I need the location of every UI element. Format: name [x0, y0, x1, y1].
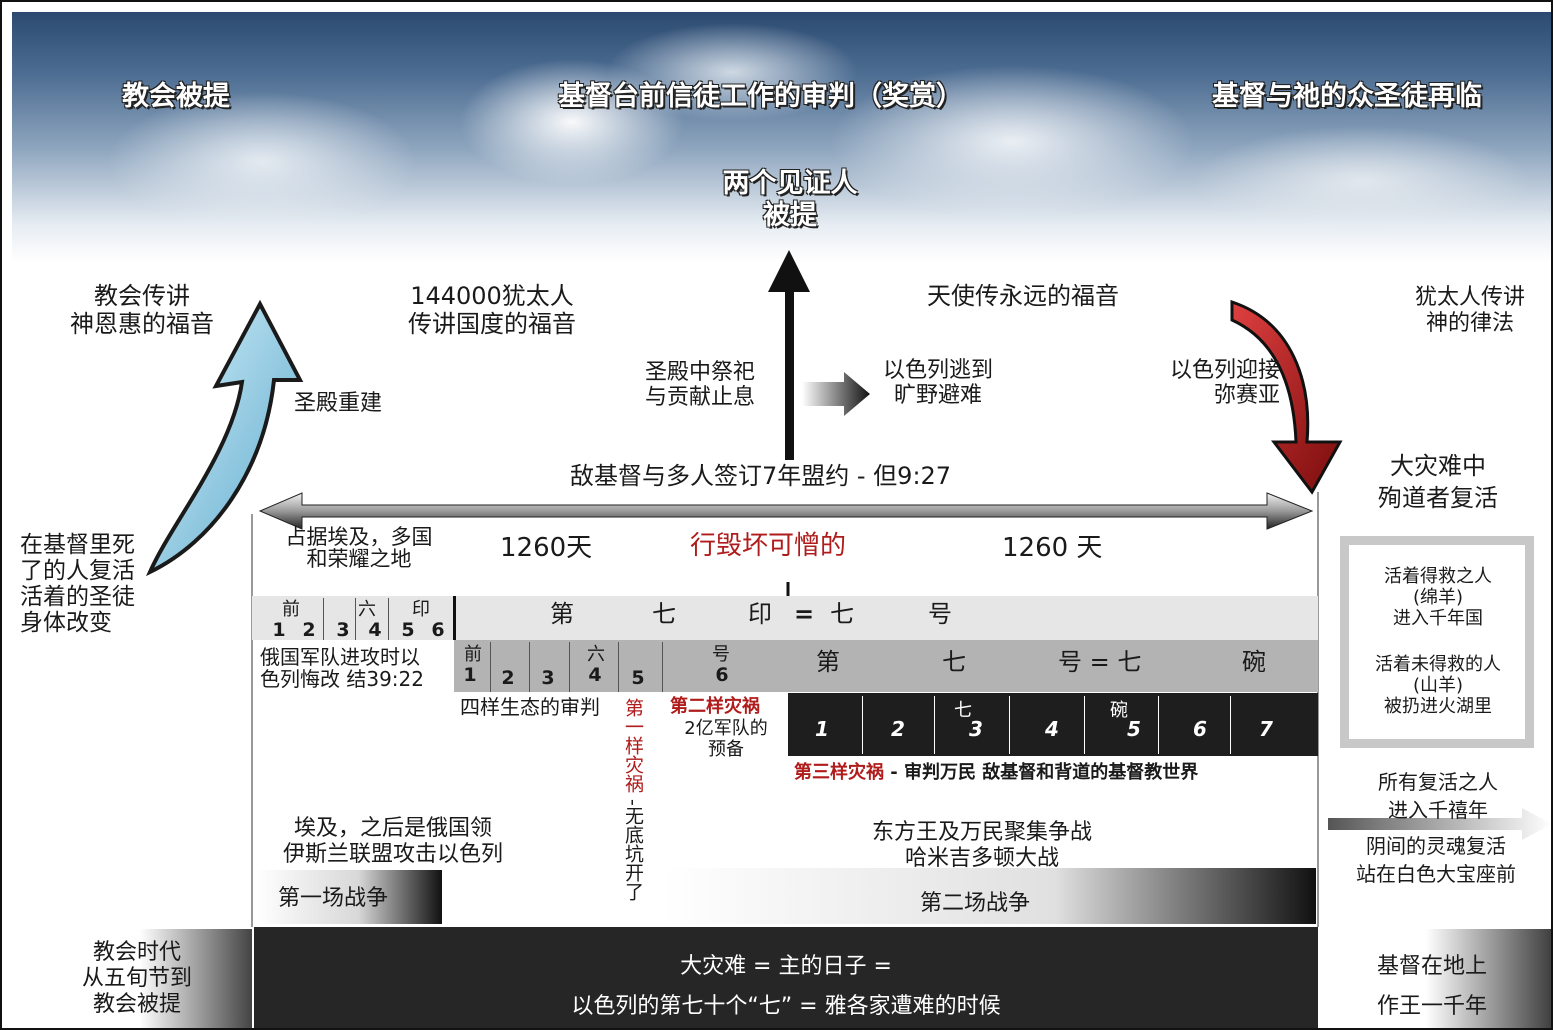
- israel-welcome-label: 以色列迎接弥赛亚: [1169, 358, 1280, 408]
- millennium-entry-arrow: [1328, 808, 1551, 840]
- equals-sign: =: [794, 600, 815, 628]
- four-creatures-label: 四样生态的审判: [460, 695, 600, 719]
- seven-hao: 号: [928, 600, 952, 628]
- judgment-of-nations-box: [1340, 536, 1534, 748]
- tribulation-bar: [254, 927, 1318, 1028]
- second-woe-label: 第二样灾祸: [670, 696, 760, 717]
- second-coming-red-arrow: [1230, 299, 1343, 495]
- second-war-bar: [664, 868, 1316, 924]
- trumpet-4: 4: [588, 664, 602, 686]
- third-woe-label: 第三样灾祸 - 审判万民 敌基督和背道的基督教世界: [794, 762, 1199, 783]
- church-age-panel: [2, 929, 252, 1028]
- trumpet-1: 1: [463, 664, 477, 686]
- martyrs-resurrected-label: 大灾难中殉道者复活: [1378, 452, 1498, 512]
- trumpet-six-label: 六: [587, 644, 605, 665]
- bowl-7: 7: [1259, 717, 1273, 741]
- church-age-label: 教会时代从五旬节到教会被提: [81, 940, 192, 1017]
- rapture-title: 教会被提: [122, 81, 230, 112]
- seal-six-label: 六: [358, 599, 376, 620]
- russia-repent-label: 俄国军队进攻时以色列悔改 结39:22: [260, 645, 424, 691]
- army-200m-label: 2亿军队的预备: [684, 718, 768, 760]
- armageddon-description: 东方王及万民聚集争战哈米吉多顿大战: [871, 820, 1092, 871]
- seal-5: 5: [401, 619, 415, 641]
- seventh-trumpet-eq: 号 = 七: [1058, 648, 1142, 676]
- seal-before-label: 前: [282, 599, 300, 620]
- covenant-label: 敌基督与多人签订7年盟约 - 但9:27: [570, 462, 952, 490]
- seventh-seal-yin: 印: [748, 600, 772, 628]
- seventh-seal-qi: 七: [652, 600, 676, 628]
- bema-judgment-title: 基督台前信徒工作的审判（奖赏）: [558, 81, 963, 112]
- bowl-6: 6: [1193, 717, 1207, 741]
- israel-flee-label: 以色列逃到旷野避难: [882, 358, 993, 408]
- millennial-reign-label: 基督在地上作王一千年: [1376, 954, 1487, 1019]
- church-gospel-label: 教会传讲神恩惠的福音: [70, 282, 214, 338]
- seal-4: 4: [368, 619, 382, 641]
- first-war-description: 埃及，之后是俄国领伊斯兰联盟攻击以色列: [282, 816, 503, 867]
- trumpet-3: 3: [541, 667, 555, 689]
- seventh-trumpet-qi: 七: [942, 648, 966, 676]
- jews144-gospel-label: 144000犹太人传讲国度的福音: [408, 282, 576, 338]
- bowl-wan-label: 碗: [1110, 700, 1128, 721]
- hades-resurrection-label: 阴间的灵魂复活站在白色大宝座前: [1356, 834, 1516, 886]
- rapture-blue-arrow: [145, 299, 304, 577]
- seven-qi: 七: [830, 600, 854, 628]
- bowl-2: 2: [891, 717, 905, 741]
- cloud-sky-background: [12, 12, 1551, 262]
- bowl-1: 1: [815, 717, 829, 741]
- seventh-seal-di: 第: [550, 600, 574, 628]
- occupy-egypt-label: 占据埃及，多国和荣耀之地: [285, 525, 433, 571]
- seals-band: [252, 596, 1318, 640]
- temple-rebuilt-label: 圣殿重建: [294, 391, 383, 416]
- trumpet-before-label: 前: [464, 644, 482, 665]
- first-war-label: 第一场战争: [278, 886, 389, 911]
- sacrifice-stopped-label: 圣殿中祭祀与贡献止息: [644, 360, 755, 410]
- abomination-label: 行毁坏可憎的: [690, 531, 847, 561]
- first-war-bar: [256, 870, 442, 924]
- seal-6: 6: [431, 619, 445, 641]
- trumpet-6: 6: [715, 664, 729, 686]
- trumpet-5: 5: [631, 667, 645, 689]
- witnesses-raptured: 两个见证人被提: [722, 168, 858, 231]
- bowl-3: 3: [969, 717, 983, 741]
- trumpets-band: [454, 640, 1318, 692]
- bowl-qi-label: 七: [954, 700, 972, 721]
- goats-label: 活着未得救的人(山羊)被扔进火湖里: [1375, 654, 1501, 717]
- millennial-reign-panel: [1320, 929, 1551, 1028]
- dead-in-christ-label: 在基督里死了的人复活 活着的圣徒身体改变: [20, 532, 135, 636]
- covenant-double-arrow: [258, 492, 1314, 530]
- seal-3: 3: [336, 619, 350, 641]
- trumpet-2: 2: [501, 667, 515, 689]
- seal-yin-label: 印: [412, 599, 430, 620]
- bowls-band: [788, 693, 1318, 756]
- first-woe-vertical: 第一样灾祸 -无底坑开了: [622, 698, 644, 901]
- first-1260-days: 1260天: [500, 533, 593, 563]
- seventh-trumpet-wan: 碗: [1242, 648, 1266, 676]
- second-war-label: 第二场战争: [920, 891, 1031, 916]
- sheep-label: 活着得救之人(绵羊)进入千年国: [1384, 566, 1492, 629]
- flee-arrow: [802, 372, 870, 416]
- seventh-trumpet-di: 第: [816, 648, 840, 676]
- resurrected-enter-label: 所有复活之人进入千禧年: [1378, 770, 1498, 822]
- jews-law-label: 犹太人传讲神的律法: [1414, 285, 1525, 336]
- bowl-5: 5: [1127, 717, 1141, 741]
- trumpet-hao-label: 号: [712, 644, 730, 665]
- seal-2: 2: [302, 619, 316, 641]
- witness-up-arrow: [768, 250, 810, 460]
- seal-1: 1: [272, 619, 286, 641]
- angel-gospel-label: 天使传永远的福音: [927, 282, 1119, 310]
- second-coming-title: 基督与祂的众圣徒再临: [1212, 81, 1482, 112]
- bowl-4: 4: [1045, 717, 1059, 741]
- tribulation-label: 大灾难 = 主的日子 =以色列的第七十个“七” = 雅各家遭难的时候: [571, 954, 1001, 1019]
- second-1260-days: 1260 天: [1002, 533, 1103, 563]
